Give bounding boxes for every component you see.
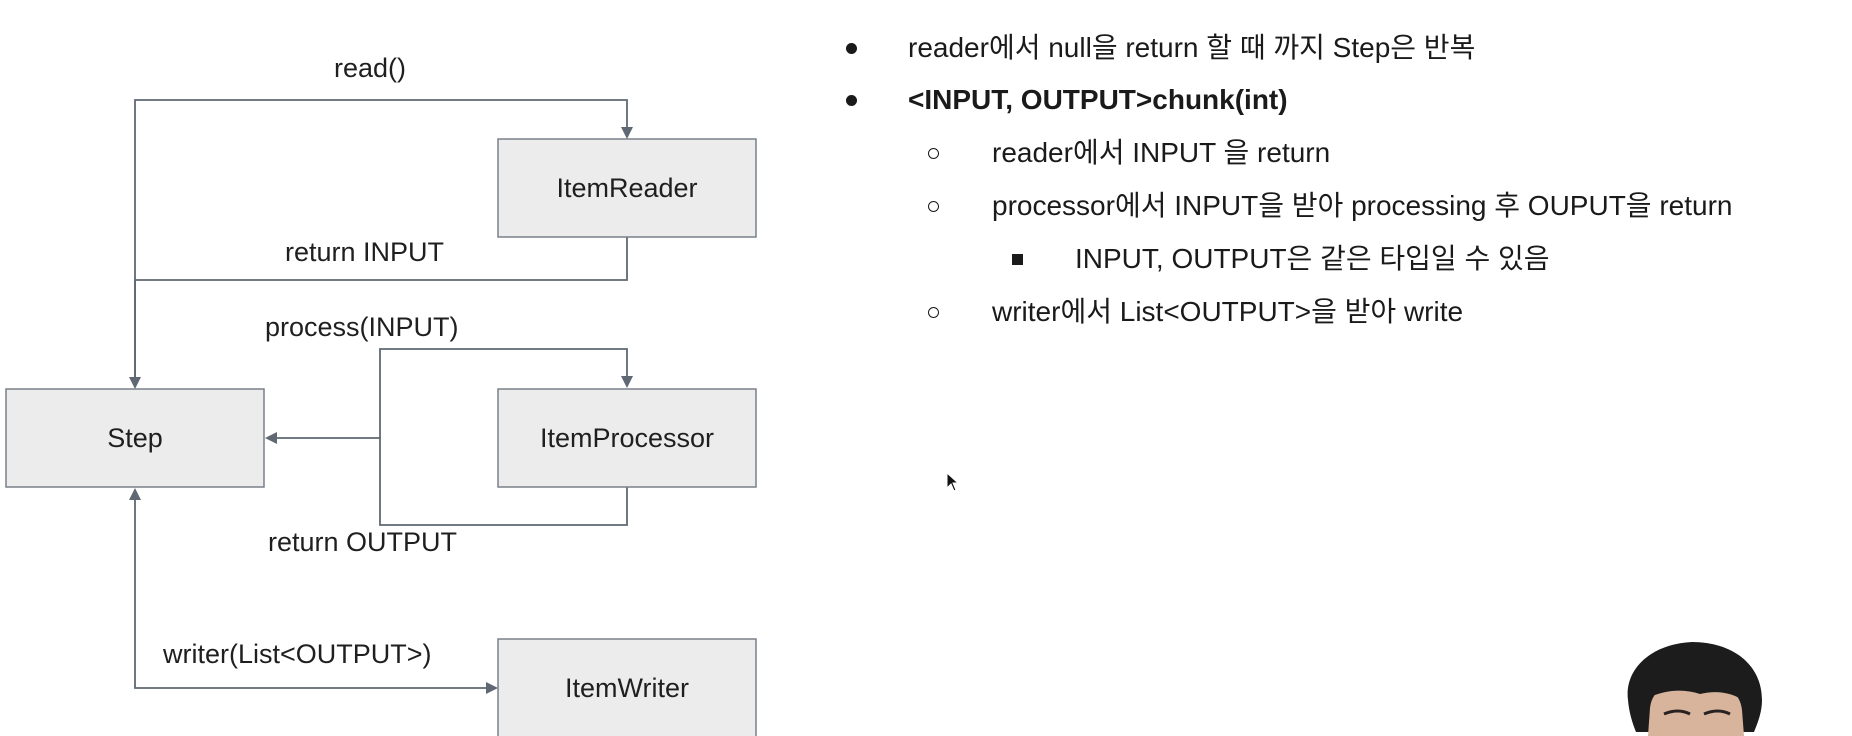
read-arrowhead	[621, 127, 633, 139]
item-writer-label: ItemWriter	[565, 673, 689, 703]
note-text: INPUT, OUTPUT은 같은 타입일 수 있음	[1075, 243, 1550, 274]
step-up-arrowhead	[129, 488, 141, 500]
writer-label: writer(List<OUTPUT>)	[162, 639, 432, 669]
return-output-arrowhead	[265, 432, 277, 444]
return-input-arrowhead	[129, 377, 141, 389]
note-text: writer에서 List<OUTPUT>을 받아 write	[992, 296, 1464, 327]
item-reader-label: ItemReader	[556, 173, 697, 203]
note-text: reader에서 null을 return 할 때 까지 Step은 반복	[908, 32, 1476, 63]
item-reader-box: ItemReader	[497, 138, 757, 238]
return-output-label: return OUTPUT	[268, 527, 457, 557]
item-processor-label: ItemProcessor	[540, 423, 714, 453]
writer-connector	[134, 500, 487, 689]
note-text: <INPUT, OUTPUT>chunk(int)	[908, 84, 1288, 115]
process-label: process(INPUT)	[265, 312, 459, 342]
batch-flow-diagram: ItemReader Step ItemProcessor ItemWriter…	[5, 53, 757, 736]
read-connector	[134, 99, 628, 385]
mouse-pointer-icon	[946, 472, 960, 492]
item-writer-box: ItemWriter	[497, 638, 757, 736]
step-box: Step	[5, 388, 265, 488]
return-input-label: return INPUT	[285, 237, 444, 267]
process-arrowhead	[621, 376, 633, 388]
process-connector	[379, 348, 628, 438]
writer-arrowhead	[486, 682, 498, 694]
item-processor-box: ItemProcessor	[497, 388, 757, 488]
read-label: read()	[334, 53, 406, 83]
diagram-connectors	[129, 99, 633, 694]
note-text: reader에서 INPUT 을 return	[992, 137, 1331, 168]
presenter-video-thumbnail	[1627, 642, 1762, 736]
return-output-connector	[276, 437, 628, 526]
note-text: processor에서 INPUT을 받아 processing 후 OUPUT…	[992, 190, 1733, 221]
step-label: Step	[107, 423, 163, 453]
return-input-connector	[135, 237, 628, 281]
